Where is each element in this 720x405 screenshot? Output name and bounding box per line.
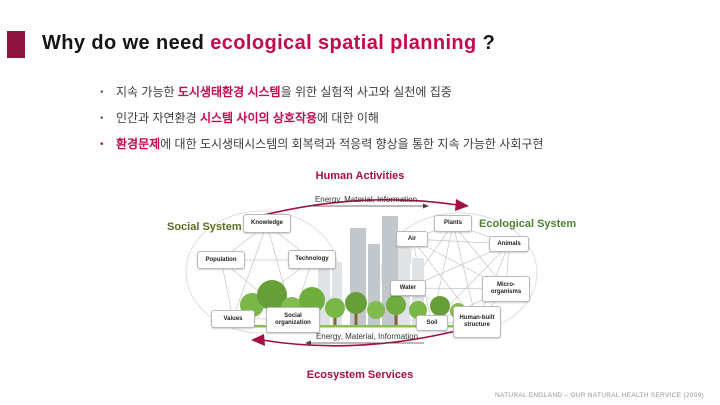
flow-arrow-top bbox=[306, 203, 429, 209]
node-human-built-structure: Human-built structure bbox=[453, 306, 501, 338]
social-system-label: Social System bbox=[167, 221, 242, 233]
node-air: Air bbox=[396, 231, 428, 247]
accent-corner-block bbox=[7, 31, 25, 58]
bullet-marker: • bbox=[100, 113, 104, 124]
bullet-item: • 인간과 자연환경 시스템 사이의 상호작용에 대한 이해 bbox=[100, 110, 660, 127]
node-soil: Soil bbox=[416, 315, 448, 331]
bullet-text-part: 을 위한 실험적 사고와 실천에 집중 bbox=[280, 85, 452, 99]
node-population: Population bbox=[197, 251, 245, 269]
ground-line bbox=[236, 325, 474, 328]
node-values: Values bbox=[211, 310, 255, 328]
bullet-text: 환경문제에 대한 도시생태시스템의 회복력과 적응력 향상을 통한 지속 가능한… bbox=[116, 136, 543, 153]
node-technology: Technology bbox=[288, 250, 336, 269]
flow-label-top: Energy, Material, Information bbox=[314, 195, 418, 204]
title-suffix: ? bbox=[476, 32, 496, 54]
bullet-list: • 지속 가능한 도시생태환경 시스템을 위한 실험적 사고와 실천에 집중 •… bbox=[100, 84, 660, 162]
title-prefix: Why do we need bbox=[42, 32, 211, 54]
bullet-text-part: 에 대한 도시생태시스템의 회복력과 적응력 향상을 통한 지속 가능한 사회구… bbox=[160, 137, 544, 151]
title-highlight: ecological spatial planning bbox=[210, 32, 477, 54]
flow-label-bottom: Energy, Material, Information bbox=[315, 332, 419, 341]
bullet-marker: • bbox=[100, 139, 104, 150]
flow-arrow-bottom bbox=[305, 340, 424, 346]
node-social-organization: Social organization bbox=[266, 307, 320, 333]
page-title: Why do we need ecological spatial planni… bbox=[42, 32, 495, 55]
node-plants: Plants bbox=[434, 215, 472, 232]
bullet-text-part: 지속 가능한 bbox=[116, 85, 178, 99]
node-micro-organisms: Micro-organisms bbox=[482, 276, 530, 302]
ecosystem-services-label: Ecosystem Services bbox=[306, 369, 414, 381]
bullet-item: • 환경문제에 대한 도시생태시스템의 회복력과 적응력 향상을 통한 지속 가… bbox=[100, 136, 660, 153]
human-activities-arrow bbox=[251, 198, 469, 219]
bullet-text-part: 에 대한 이해 bbox=[317, 111, 379, 125]
bullet-emphasis: 도시생태환경 시스템 bbox=[177, 85, 281, 99]
bullet-marker: • bbox=[100, 87, 104, 98]
bullet-emphasis: 환경문제 bbox=[116, 137, 161, 151]
node-animals: Animals bbox=[489, 236, 529, 252]
bullet-item: • 지속 가능한 도시생태환경 시스템을 위한 실험적 사고와 실천에 집중 bbox=[100, 84, 660, 101]
source-credit: NATURAL ENGLAND – OUR NATURAL HEALTH SER… bbox=[494, 392, 704, 399]
bullet-text: 인간과 자연환경 시스템 사이의 상호작용에 대한 이해 bbox=[116, 110, 379, 127]
bullet-text: 지속 가능한 도시생태환경 시스템을 위한 실험적 사고와 실천에 집중 bbox=[116, 84, 452, 101]
human-activities-label: Human Activities bbox=[315, 170, 405, 182]
ecological-system-label: Ecological System bbox=[479, 218, 577, 230]
node-knowledge: Knowledge bbox=[243, 214, 291, 233]
city-illustration bbox=[236, 216, 474, 328]
node-water: Water bbox=[390, 280, 426, 296]
bullet-emphasis: 시스템 사이의 상호작용 bbox=[199, 111, 318, 125]
ecosystem-services-arrow bbox=[251, 327, 469, 347]
bullet-text-part: 인간과 자연환경 bbox=[116, 111, 200, 125]
